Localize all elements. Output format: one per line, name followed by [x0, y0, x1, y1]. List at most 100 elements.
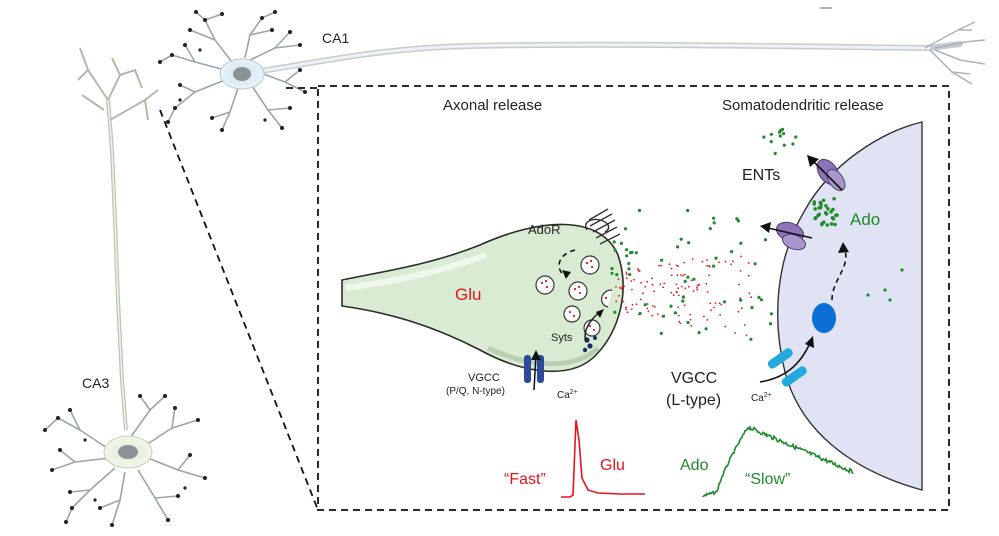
glutamate-particle — [622, 300, 625, 303]
glutamate-particle — [690, 324, 693, 327]
glutamate-particle — [646, 307, 649, 310]
glutamate-particle — [677, 265, 679, 268]
adenosine-particle — [634, 251, 638, 255]
glutamate-particle — [732, 260, 734, 263]
fast-glu-trace — [561, 419, 645, 498]
ent-lower-arrow — [767, 227, 813, 239]
soma-ca-arrowhead — [805, 336, 814, 348]
adenosine-particle — [681, 299, 685, 303]
soma-ca-label: Ca2+ — [751, 392, 772, 404]
somatodendritic-release-title: Somatodendritic release — [722, 97, 884, 114]
adenosine-particle — [759, 298, 764, 302]
glutamate-particle — [710, 309, 712, 312]
glutamate-particle — [672, 294, 675, 296]
adenosine-particle — [679, 237, 683, 241]
adenosine-dots — [610, 127, 904, 341]
glutamate-particle — [656, 313, 659, 315]
adenosine-particle — [750, 306, 754, 310]
glutamate-particle — [745, 334, 748, 337]
vesicle — [583, 319, 601, 337]
glutamate-particle — [708, 274, 710, 277]
glutamate-particle — [692, 290, 695, 292]
vesicle — [568, 281, 588, 301]
adenosine-particle — [610, 271, 614, 275]
adenosine-particle — [818, 200, 823, 205]
glutamate-particle — [670, 291, 673, 294]
glutamate-particle — [651, 277, 653, 280]
glutamate-particle — [682, 274, 684, 277]
terminal-shadow — [486, 345, 600, 367]
adenosine-particle — [660, 258, 664, 262]
adenosine-particle — [722, 300, 727, 304]
adenosine-receptor — [585, 208, 621, 245]
adenosine-particle — [762, 135, 766, 139]
adenosine-particle — [686, 320, 690, 325]
adenosine-particle — [739, 298, 743, 302]
glutamate-particle — [615, 286, 617, 288]
glutamate-particle — [689, 318, 692, 321]
ent-upper-arrow — [811, 159, 843, 191]
glutamate-particle — [718, 302, 721, 305]
glutamate-particle — [615, 300, 618, 303]
presyn-vgcc-label-1: VGCC — [468, 372, 500, 384]
adoR-label: AdoR — [528, 222, 561, 237]
glutamate-particle — [633, 278, 635, 281]
glutamate-particle — [680, 274, 682, 276]
adenosine-particle — [778, 134, 782, 138]
adenosine-particle — [782, 132, 786, 136]
adenosine-particle — [712, 221, 716, 225]
presyn-ca-arrow — [533, 354, 537, 391]
glutamate-particle — [706, 259, 708, 261]
glutamate-particle — [706, 319, 709, 321]
glutamate-particle — [730, 263, 733, 266]
glutamate-particle — [740, 255, 742, 258]
glutamate-particle — [625, 273, 628, 276]
glutamate-particle — [703, 315, 705, 318]
glutamate-particle — [620, 287, 623, 290]
presynaptic-vgcc — [524, 355, 544, 383]
glutamate-particle — [737, 310, 740, 313]
glutamate-particle — [631, 303, 634, 306]
glutamate-particle — [724, 260, 727, 263]
glutamate-particle — [677, 287, 679, 290]
adenosine-particle — [791, 142, 795, 146]
presyn-ca-arrowhead — [531, 350, 541, 360]
glutamate-particle — [646, 303, 649, 305]
glutamate-particle — [741, 307, 743, 309]
somatic-organelle — [812, 303, 836, 333]
glutamate-particle — [660, 264, 663, 267]
glutamate-particle — [724, 325, 727, 328]
adenosine-particle — [825, 223, 830, 227]
glutamate-particle — [706, 291, 709, 293]
detail-panel-border — [317, 85, 950, 511]
ca3-basal-dendrites — [44, 395, 206, 526]
glutamate-particle — [698, 283, 700, 286]
glutamate-particle — [720, 303, 723, 306]
glutamate-particle — [625, 308, 627, 311]
adenosine-particle — [612, 240, 616, 244]
glutamate-particle — [696, 284, 699, 287]
adenosine-particle — [692, 277, 696, 281]
presyn-vgcc-label-2: (P/Q, N-type) — [446, 386, 505, 397]
glutamate-particle — [713, 306, 715, 309]
glutamate-particle — [630, 280, 633, 282]
terminal-highlight — [345, 252, 488, 291]
vesicle — [580, 255, 600, 275]
adenosine-particle — [638, 311, 642, 316]
glutamate-particle — [743, 324, 746, 326]
glutamate-particle — [626, 311, 629, 314]
adenosine-particle — [613, 310, 617, 314]
adenosine-particle — [610, 267, 614, 271]
glutamate-particle — [678, 314, 680, 317]
adenosine-particle — [773, 151, 777, 155]
glutamate-particle — [675, 283, 678, 286]
adenosine-particle — [779, 128, 783, 132]
glutamate-particle — [701, 260, 704, 263]
glutamate-particle — [637, 269, 640, 272]
glutamate-particle — [690, 279, 693, 282]
glutamate-particle — [677, 306, 680, 308]
glutamate-particle — [631, 288, 633, 291]
adenosine-particle — [831, 207, 835, 212]
adenosine-particle — [813, 207, 817, 211]
